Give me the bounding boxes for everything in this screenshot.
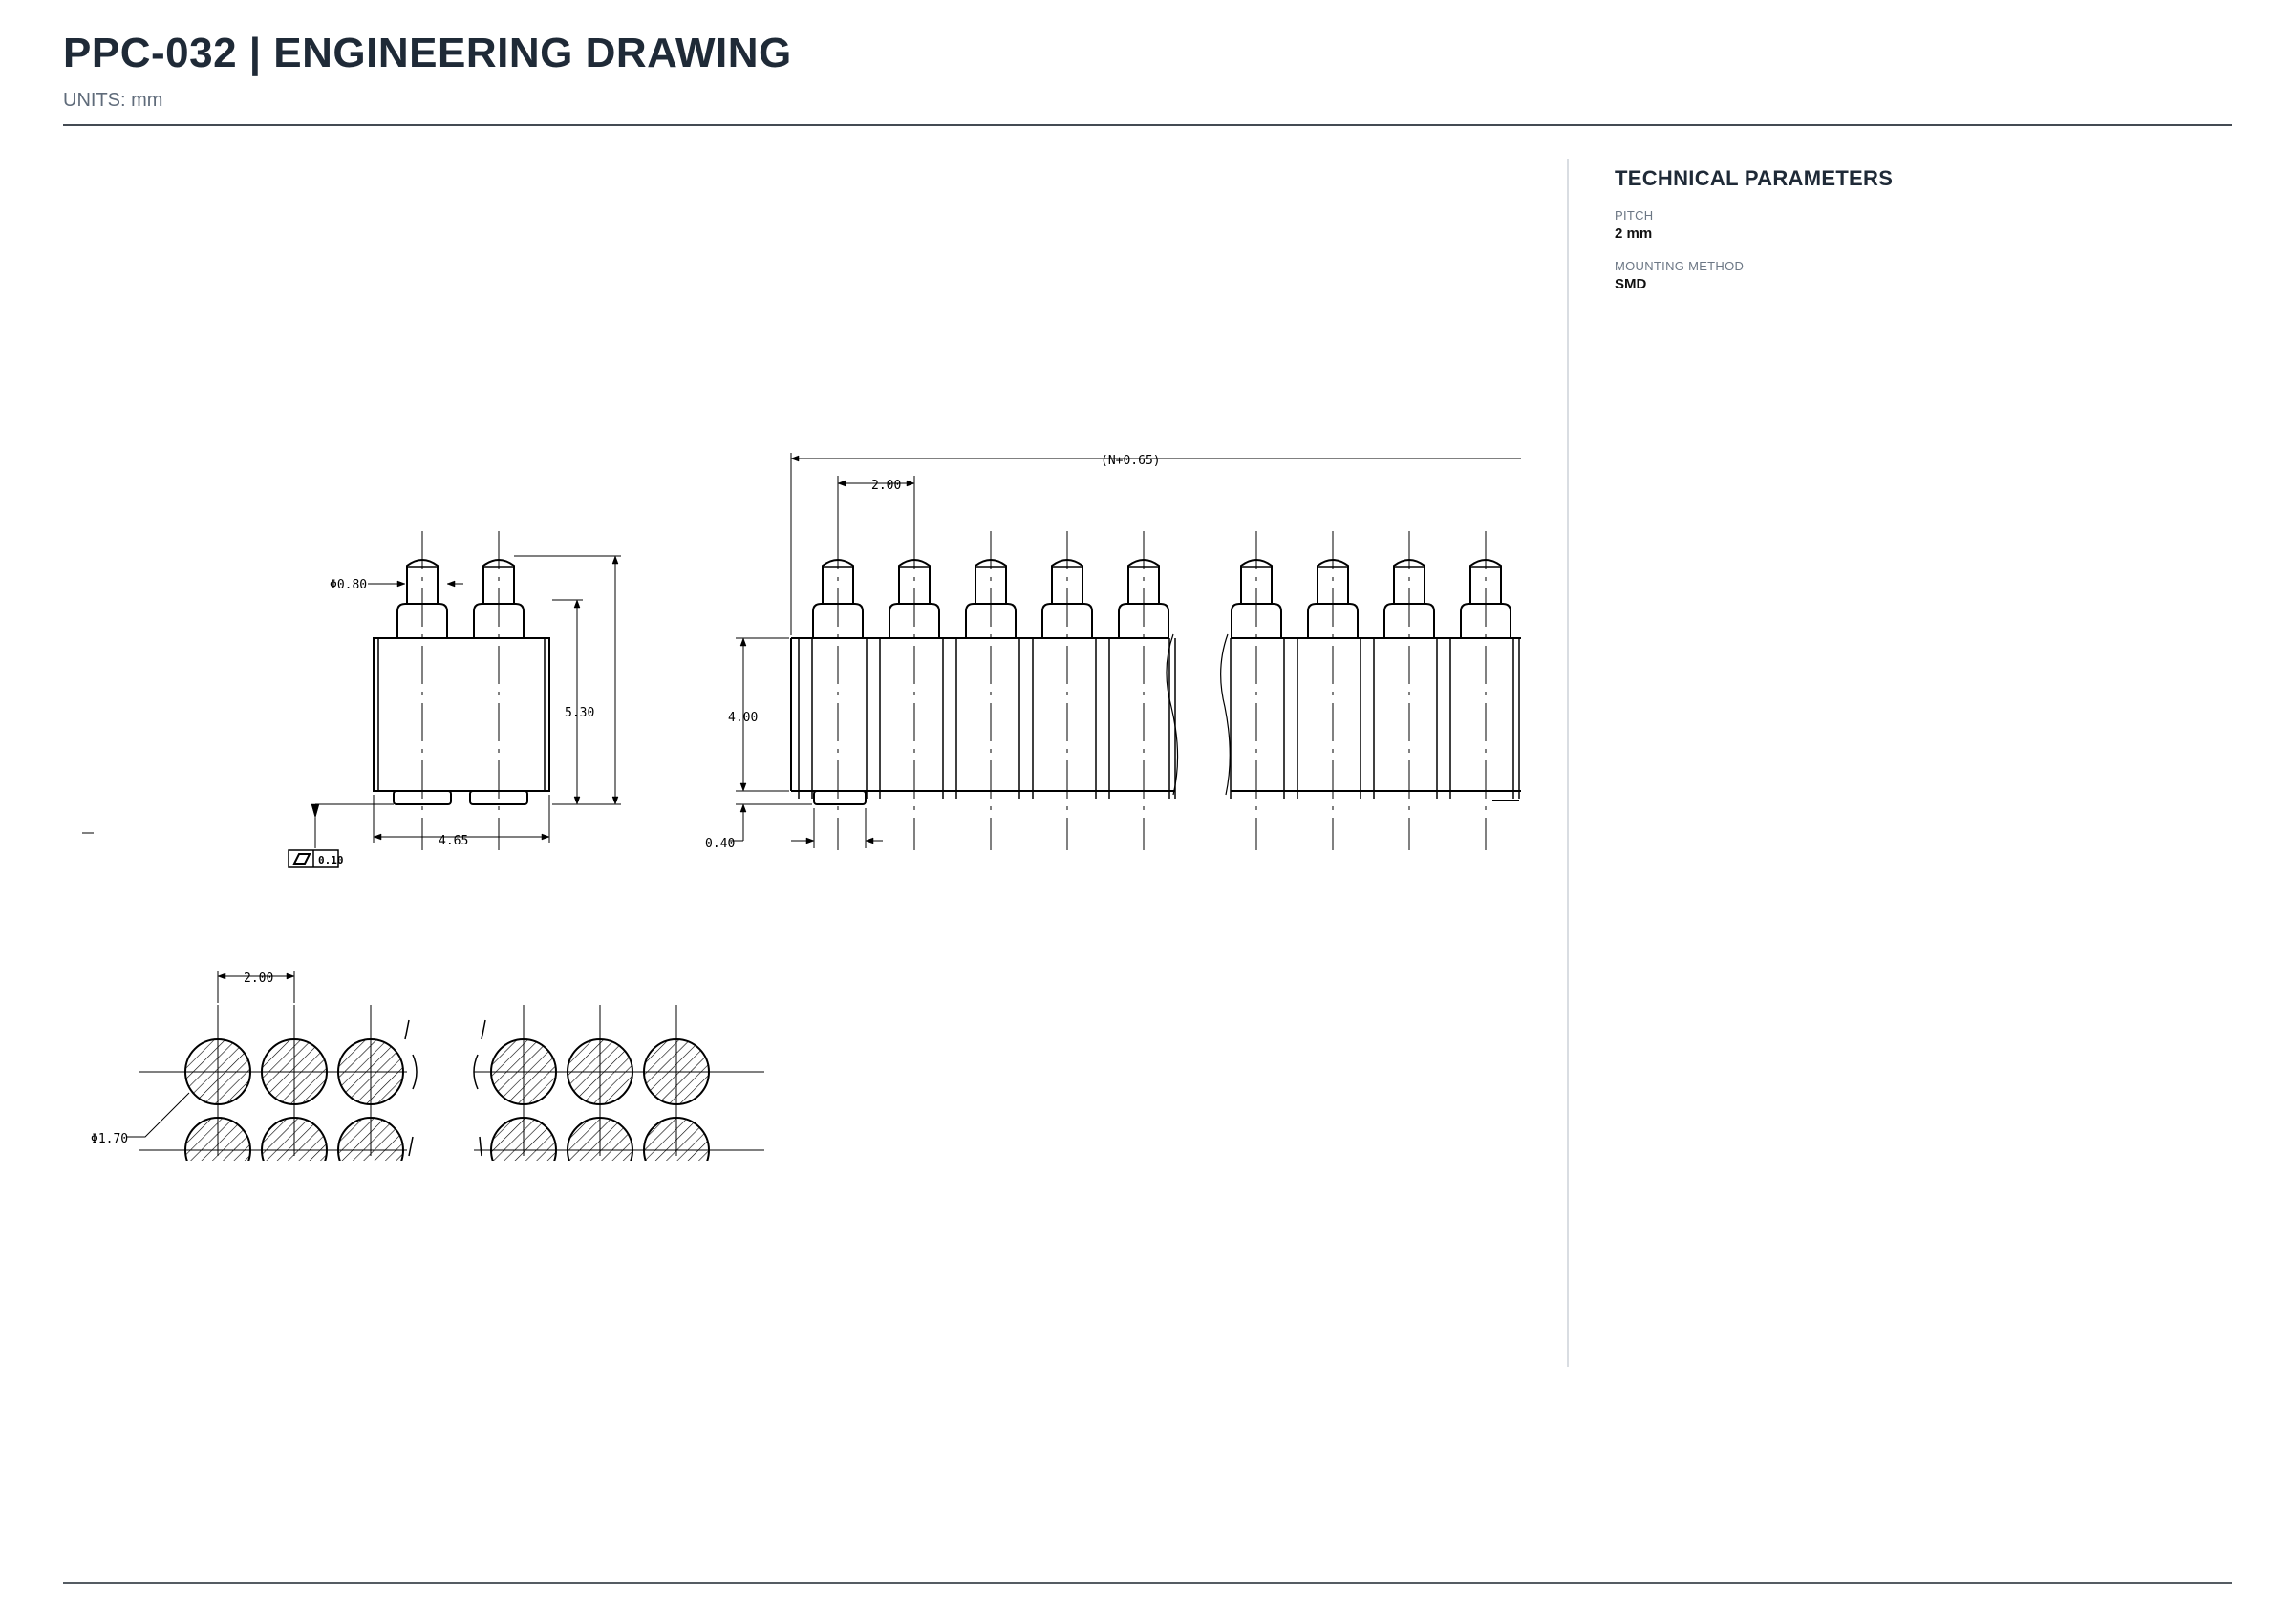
break-line-right [1220,633,1231,796]
pad-pitch-arrow-left [217,972,226,980]
front-dim-length-arrow [790,455,800,462]
front-body-left [790,637,1175,792]
side-view-labels: Φ0.80 5.30 4.65 0.10 [318,578,594,866]
foot-arrow-right [865,837,874,844]
pitch-arrow-right [906,480,915,487]
dim-pad-diameter: Φ1.70 [91,1132,128,1146]
front-body-right [1231,637,1521,792]
param-mounting: MOUNTING METHOD SMD [1615,259,2188,292]
parameters-heading: TECHNICAL PARAMETERS [1615,166,1894,190]
dim-front-pitch: 2.00 [871,479,901,493]
side-dim-width-arrow-right [541,833,550,841]
front-dim-height-arrow-bottom [739,782,747,792]
side-dim-height2-arrow-bottom [573,796,581,805]
pitch-arrow-left [837,480,846,487]
dim-standoff: 0.40 [705,837,735,851]
side-view [82,531,621,868]
param-pitch: PITCH 2 mm [1615,208,2188,242]
header-divider [63,124,2232,126]
technical-parameters-panel: TECHNICAL PARAMETERS PITCH 2 mm MOUNTING… [1615,162,2188,310]
front-foot [813,790,867,805]
page-title: PPC-032 | ENGINEERING DRAWING [63,30,792,76]
dim-body-height: 4.00 [728,711,758,725]
dim-side-height: 5.30 [565,706,594,720]
front-view-labels: (N+0.65) 2.00 4.00 0.40 [705,454,1161,851]
pad-break-right [473,1019,486,1157]
break-line-left [1166,633,1179,796]
dim-overall-length: (N+0.65) [1101,454,1161,468]
flatness-symbol [292,853,311,865]
pad-pitch-arrow-right [286,972,295,980]
side-dim-height2-arrow-top [573,599,581,609]
footer-divider [63,1582,2232,1584]
param-pitch-label: PITCH [1615,208,1654,223]
front-dim-height-arrow-top [739,637,747,647]
pad-break-left [404,1019,418,1157]
flatness-value: 0.10 [318,854,344,866]
header: PPC-032 | ENGINEERING DRAWING UNITS: mm [63,29,2232,112]
side-body [373,637,550,792]
panel-divider [1567,159,1569,1367]
side-foot-2 [469,790,528,805]
pad-layout-view [127,971,764,1161]
dim-side-width: 4.65 [439,834,468,848]
side-foot-1 [393,790,452,805]
side-dim-width-arrow-left [373,833,382,841]
pad-dia-leader [127,1092,190,1138]
pin-dia-arrow-2 [446,580,456,588]
param-pitch-value: 2 mm [1615,225,1653,242]
param-mounting-label: MOUNTING METHOD [1615,259,1745,273]
datum-triangle [311,803,320,819]
front-view [730,453,1521,850]
pin-dia-arrow [396,580,406,588]
pad-layout-labels: 2.00 Φ1.70 [91,972,273,1146]
pad-layout-clip [184,1038,710,1161]
param-mounting-value: SMD [1615,276,1647,292]
standoff-arrow [739,803,747,813]
dim-pin-diameter: Φ0.80 [330,578,367,592]
units-label: UNITS: mm [63,90,163,111]
side-dim-height-arrow-bottom [611,796,619,805]
dim-pad-pitch: 2.00 [244,972,273,986]
foot-arrow-left [805,837,815,844]
side-dim-height-arrow-top [611,555,619,565]
